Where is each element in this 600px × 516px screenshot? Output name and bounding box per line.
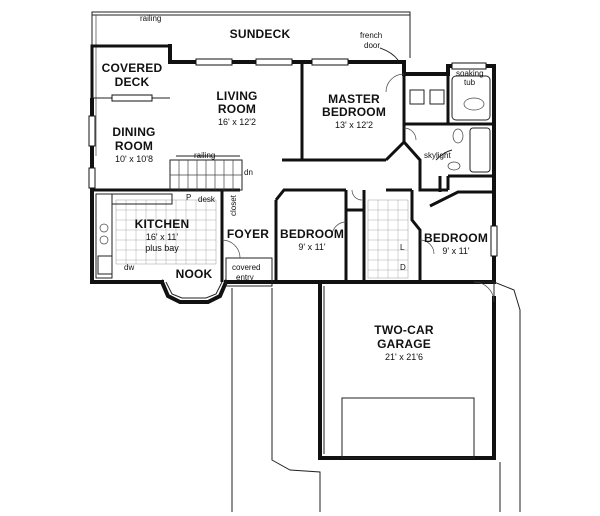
- living-room-dims: 16' x 12'2: [218, 117, 256, 127]
- soaking-tub-note-1: soaking: [456, 69, 484, 78]
- nook-bay: [159, 279, 229, 304]
- railing-top-note: railing: [140, 14, 161, 23]
- sundeck-label: SUNDECK: [230, 27, 291, 41]
- garage-dims: 21' x 21'6: [385, 352, 423, 362]
- bath-fixtures: [409, 75, 491, 173]
- door-swings: [221, 73, 435, 259]
- kitchen-tile-floor: [95, 193, 217, 279]
- foyer-label: FOYER: [227, 227, 269, 241]
- master-bedroom-dims: 13' x 12'2: [335, 120, 373, 130]
- covered-deck-label-2: DECK: [115, 75, 150, 89]
- bedroom-right-dims: 9' x 11': [442, 246, 470, 256]
- dw-note: dw: [124, 263, 134, 272]
- garage: [318, 280, 496, 460]
- dining-room-dims: 10' x 10'8: [115, 154, 153, 164]
- kitchen-extra: plus bay: [145, 243, 179, 253]
- garage-label-2: GARAGE: [377, 337, 431, 351]
- nook-label: NOOK: [176, 267, 213, 281]
- railing-stair-note: railing: [194, 151, 215, 160]
- covered-entry: [225, 257, 273, 287]
- soaking-tub-note-2: tub: [464, 78, 476, 87]
- kitchen-dims: 16' x 11': [146, 232, 179, 242]
- bedroom-right-label: BEDROOM: [424, 231, 488, 245]
- covered-entry-note-1: covered: [232, 263, 260, 272]
- closet-note: closet: [229, 194, 238, 216]
- linen-note: L: [400, 243, 405, 252]
- master-bedroom-label-1: MASTER: [328, 92, 380, 106]
- master-bedroom-label-2: BEDROOM: [322, 105, 386, 119]
- walkways: [231, 281, 521, 512]
- french-door-note-2: door: [364, 41, 380, 50]
- living-room-label-1: LIVING: [216, 89, 257, 103]
- dn-note: dn: [244, 168, 253, 177]
- hall-tile-floor: [367, 199, 409, 279]
- dryer-note: D: [400, 263, 406, 272]
- covered-deck-label-1: COVERED: [102, 61, 163, 75]
- french-door-arrow: [379, 47, 399, 61]
- garage-label-1: TWO-CAR: [374, 323, 434, 337]
- skylight-arrow: [435, 149, 453, 161]
- dining-room-label-2: ROOM: [115, 139, 153, 153]
- pantry-note: P: [186, 193, 191, 202]
- bedroom-mid-label: BEDROOM: [280, 227, 344, 241]
- covered-entry-note-2: entry: [236, 273, 254, 282]
- skylight-note: skylight: [424, 151, 451, 160]
- bedroom-mid-dims: 9' x 11': [298, 242, 326, 252]
- kitchen-label: KITCHEN: [135, 217, 190, 231]
- desk-note: desk: [198, 195, 216, 204]
- top-windows: [88, 58, 498, 257]
- dining-room-label-1: DINING: [112, 125, 155, 139]
- stairs: [169, 155, 243, 191]
- living-room-label-2: ROOM: [218, 102, 256, 116]
- french-door-note-1: french: [360, 31, 382, 40]
- interior-walls: [92, 62, 494, 282]
